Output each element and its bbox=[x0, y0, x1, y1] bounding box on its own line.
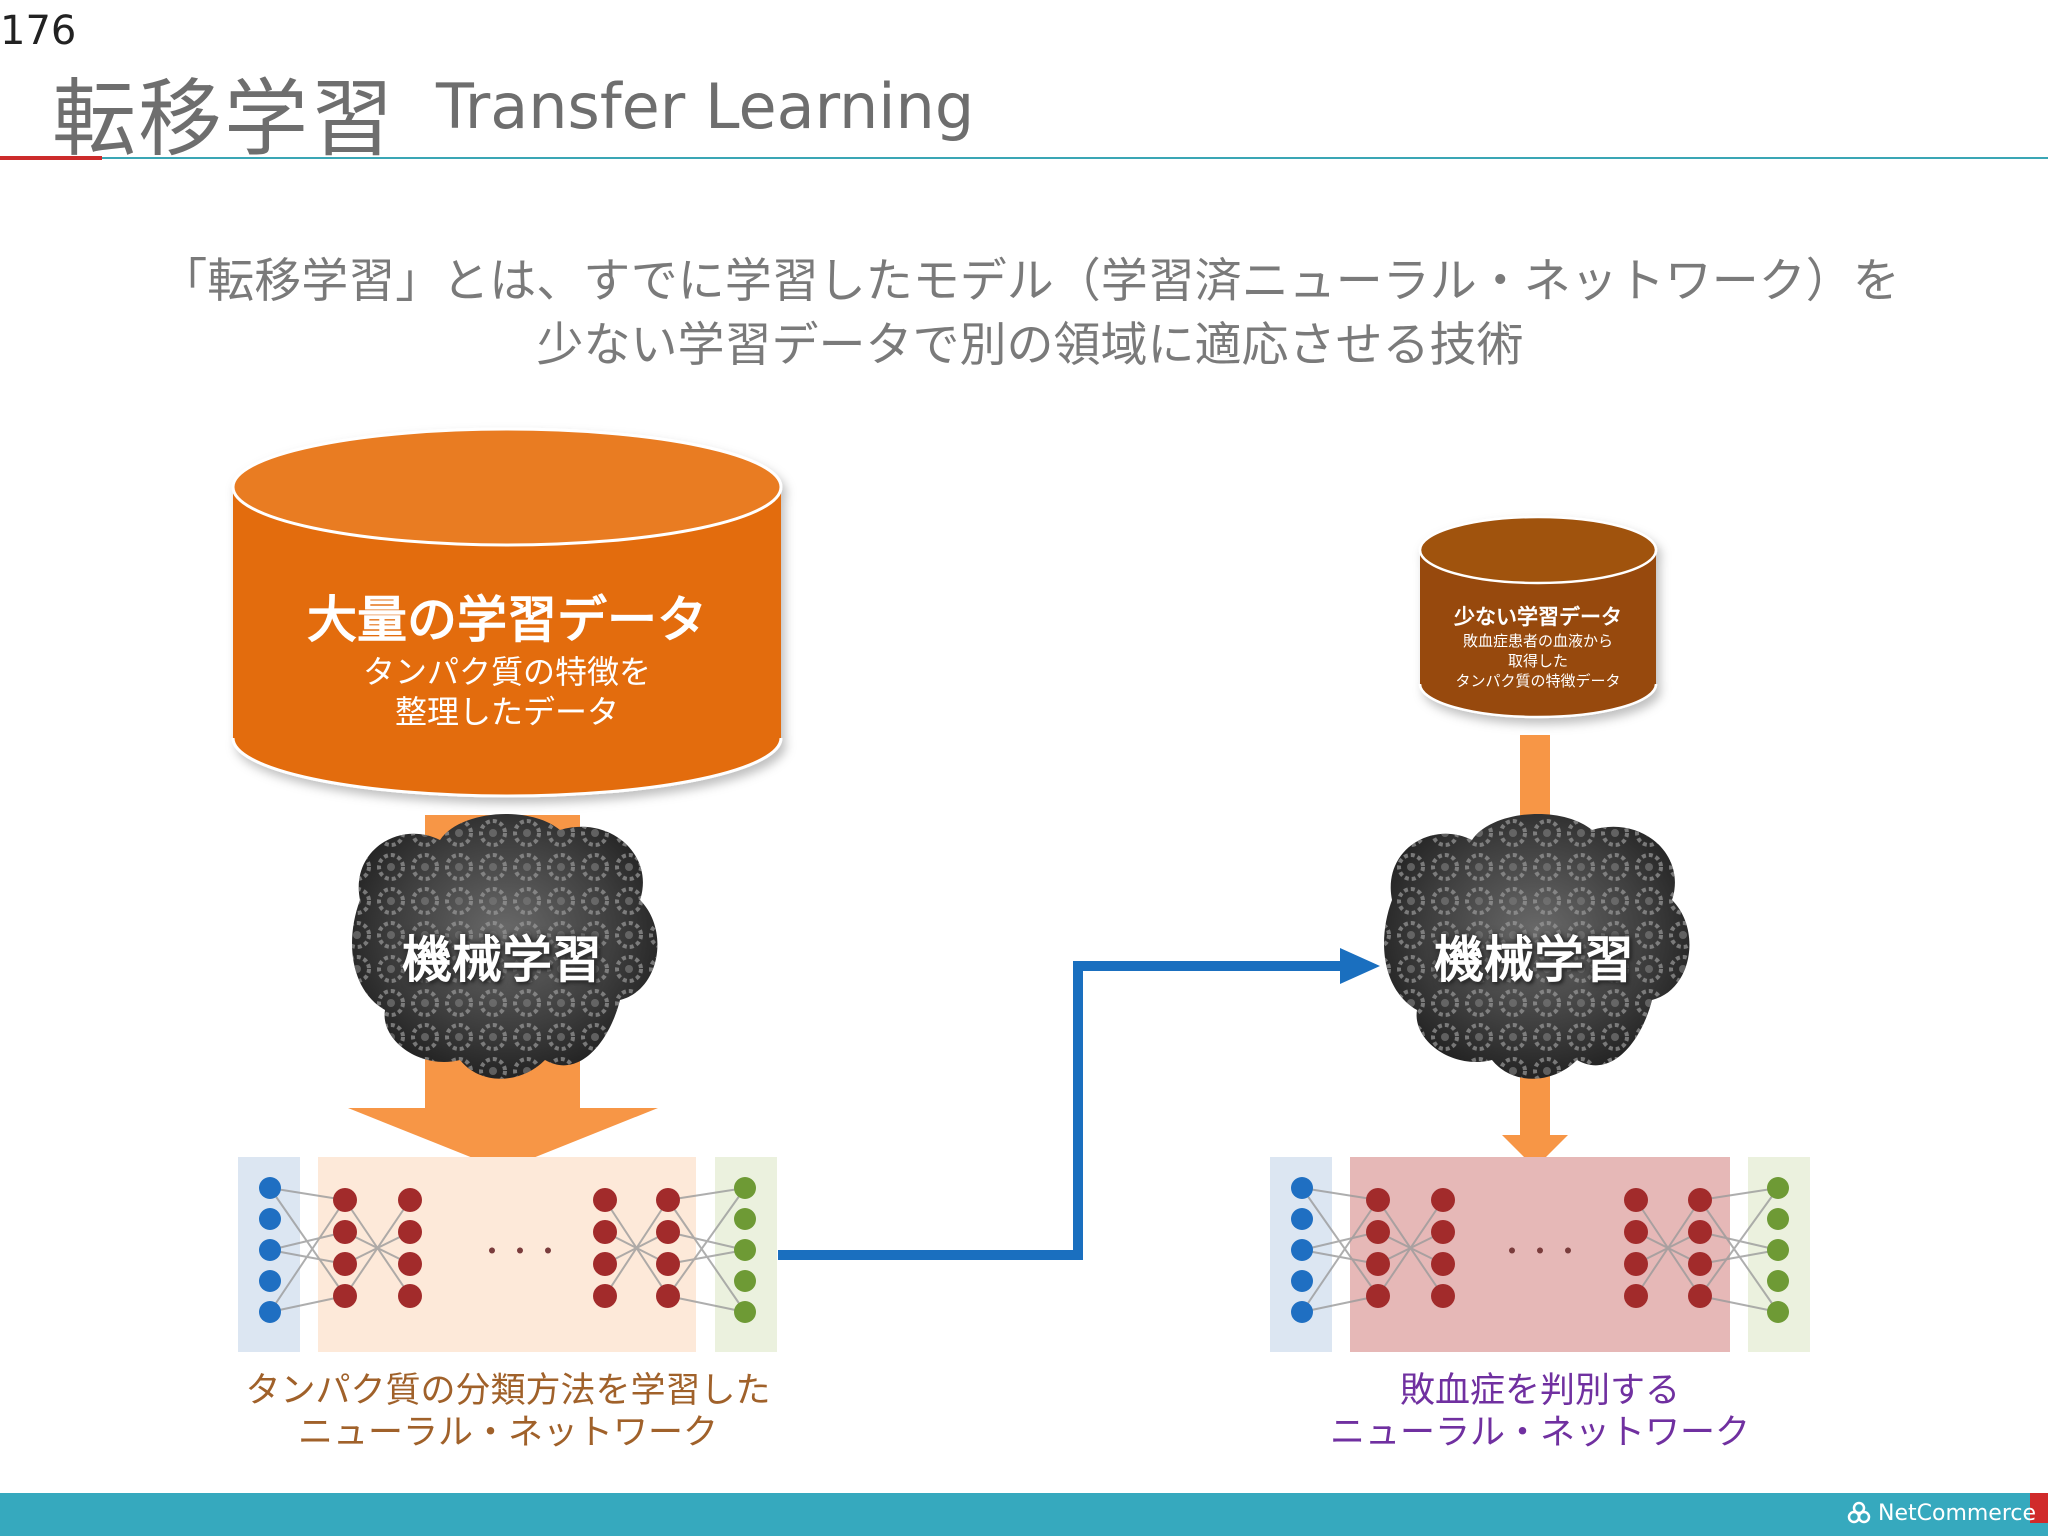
page-number: 176 bbox=[0, 8, 77, 54]
brand-logo: NetCommerce bbox=[1846, 1500, 2036, 1526]
right-brain-label: 機械学習 bbox=[1434, 931, 1634, 989]
left-network-ellipsis: ・・・ bbox=[477, 1235, 562, 1268]
right-brain-gears-icon bbox=[1384, 813, 1690, 1079]
left-neural-network bbox=[238, 1157, 777, 1352]
footer-accent bbox=[2030, 1493, 2048, 1523]
right-network-caption: 敗血症を判別する ニューラル・ネットワーク bbox=[1240, 1370, 1840, 1454]
large-database-desc-2: 整理したデータ bbox=[394, 693, 619, 731]
left-brain-gears-icon bbox=[352, 813, 658, 1079]
footer-bar bbox=[0, 1493, 2048, 1536]
large-database-title: 大量の学習データ bbox=[307, 591, 707, 649]
right-network-ellipsis: ・・・ bbox=[1497, 1235, 1582, 1268]
large-database-desc-1: タンパク質の特徴を bbox=[362, 653, 651, 691]
page-subtitle: Transfer Learning bbox=[436, 70, 975, 143]
small-database-desc-1: 敗血症患者の血液から bbox=[1462, 632, 1613, 650]
page-title: 転移学習 bbox=[52, 70, 397, 168]
small-database-title: 少ない学習データ bbox=[1454, 605, 1622, 629]
right-caption-line-1: 敗血症を判別する bbox=[1399, 1371, 1680, 1411]
intro-line-2: 少ない学習データで別の領域に適応させる技術 bbox=[536, 318, 1524, 373]
brand-name: NetCommerce bbox=[1878, 1500, 2037, 1526]
left-brain-label: 機械学習 bbox=[402, 931, 602, 989]
netcommerce-logo-icon bbox=[1847, 1501, 1871, 1524]
intro-line-1: 「転移学習」とは、すでに学習したモデル（学習済ニューラル・ネットワーク）を bbox=[160, 254, 1900, 309]
large-database-icon bbox=[231, 427, 783, 798]
right-neural-network bbox=[1270, 1157, 1810, 1352]
title-divider-accent bbox=[0, 156, 102, 160]
left-network-caption: タンパク質の分類方法を学習した ニューラル・ネットワーク bbox=[208, 1370, 808, 1454]
title-divider bbox=[0, 157, 2048, 159]
left-caption-line-2: ニューラル・ネットワーク bbox=[297, 1413, 718, 1453]
right-caption-line-2: ニューラル・ネットワーク bbox=[1329, 1413, 1750, 1453]
small-database-label: 少ない学習データ 敗血症患者の血液から 取得した タンパク質の特徴データ bbox=[1420, 603, 1656, 691]
transfer-arrow bbox=[778, 948, 1380, 1260]
small-database-icon bbox=[1418, 515, 1658, 719]
small-database-desc-3: タンパク質の特徴データ bbox=[1455, 672, 1621, 690]
left-caption-line-1: タンパク質の分類方法を学習した bbox=[245, 1371, 771, 1411]
small-database-desc-2: 取得した bbox=[1507, 652, 1568, 670]
large-database-label: 大量の学習データ タンパク質の特徴を 整理したデータ bbox=[233, 588, 781, 732]
